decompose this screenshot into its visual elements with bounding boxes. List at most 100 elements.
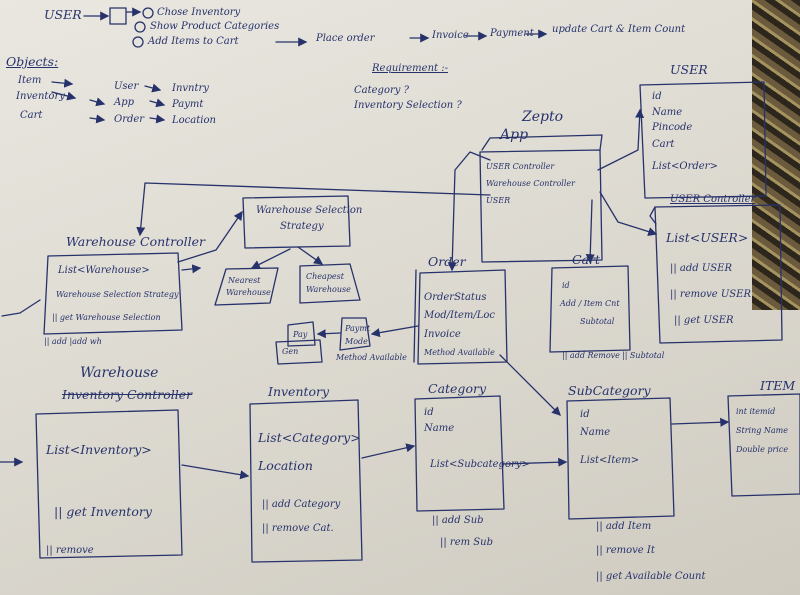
cheapest-line-2: Warehouse xyxy=(306,285,351,294)
payment-mini-label-3: Gen xyxy=(282,347,299,356)
cart-title: Cart xyxy=(572,252,601,267)
object-user: User xyxy=(114,81,139,92)
user-title: USER xyxy=(670,62,708,77)
warehouse-controller-box xyxy=(43,252,183,335)
subcategory-title: SubCategory xyxy=(568,383,651,398)
category-title: Category xyxy=(428,381,487,396)
category-field-name: Name xyxy=(424,423,455,434)
item-field-id: int itemid xyxy=(736,407,776,416)
user-controller-line-2: || add USER xyxy=(670,263,732,274)
cart-below-2: || Subtotal xyxy=(622,351,665,360)
payment-mini-1 xyxy=(287,321,316,347)
warehouse-strategy-box xyxy=(242,195,351,249)
payment-mini-label-2: Paymt xyxy=(345,324,371,333)
user-box xyxy=(639,81,767,199)
strategy-line-2: Strategy xyxy=(280,221,324,232)
strategy-line-1: Warehouse Selection xyxy=(256,205,363,216)
subcategory-field-id: id xyxy=(580,409,590,420)
fabric-background xyxy=(752,0,800,310)
flow-user: USER xyxy=(44,7,82,22)
object-location: Location xyxy=(172,115,216,126)
object-item: Item xyxy=(18,75,42,86)
user-controller-box xyxy=(649,204,783,344)
zepto-line-3: USER xyxy=(486,196,511,205)
flow-step-1: Chose Inventory xyxy=(157,7,241,18)
inventory-box xyxy=(249,399,363,563)
object-app: App xyxy=(114,97,135,108)
flow-step-2: Show Product Categories xyxy=(150,21,280,32)
warehouse-line-2: || get Inventory xyxy=(54,504,152,519)
flow-update-cart: update Cart & Item Count xyxy=(552,24,686,35)
item-box xyxy=(727,393,800,497)
objects-heading: Objects: xyxy=(6,54,59,69)
category-box xyxy=(414,395,505,512)
user-controller-line-4: || get USER xyxy=(674,315,734,326)
inventory-line-4: || remove Cat. xyxy=(262,523,334,534)
subcategory-box xyxy=(566,397,675,520)
warehouse-line-1: List<Inventory> xyxy=(46,442,152,457)
inventory-title: Inventory xyxy=(268,384,330,399)
subcategory-below-1: || add Item xyxy=(596,521,652,532)
subcategory-field-name: Name xyxy=(580,427,611,438)
warehouse-title: Warehouse xyxy=(80,365,159,381)
subcategory-below-2: || remove It xyxy=(596,545,655,556)
requirement-item-2: Inventory Selection ? xyxy=(354,100,462,111)
order-line-3: Invoice xyxy=(424,329,461,340)
zepto-line-2: Warehouse Controller xyxy=(486,179,575,188)
item-field-name: String Name xyxy=(736,426,788,435)
object-inventory: Inventory xyxy=(16,91,65,102)
category-field-subcategories: List<Subcategory> xyxy=(430,459,530,470)
zepto-line-1: USER Controller xyxy=(486,162,555,171)
cart-box xyxy=(549,265,631,353)
warehouse-controller-below: || add |add wh xyxy=(44,337,102,346)
payment-mini-note: Method Available xyxy=(336,353,407,362)
warehouse-controller-line-1: List<Warehouse> xyxy=(58,265,150,276)
payment-mini-2 xyxy=(339,317,371,351)
object-cart: Cart xyxy=(20,110,43,121)
user-field-pincode: Pincode xyxy=(652,122,693,133)
requirement-item-1: Category ? xyxy=(354,85,409,96)
flow-step-3: Add Items to Cart xyxy=(148,36,239,47)
subcategory-field-items: List<Item> xyxy=(580,455,640,466)
inventory-line-3: || add Category xyxy=(262,499,341,510)
requirement-heading: Requirement :- xyxy=(372,63,448,74)
cheapest-warehouse-shape xyxy=(299,263,361,304)
payment-mini-label-1: Pay xyxy=(293,330,308,339)
cheapest-line-1: Cheapest xyxy=(306,272,344,281)
warehouse-controller-title: Warehouse Controller xyxy=(66,234,206,249)
payment-mini-3 xyxy=(275,339,323,365)
user-controller-title: USER Controller xyxy=(670,194,756,205)
cart-line-3: Subtotal xyxy=(580,317,615,326)
flow-place-order: Place order xyxy=(316,33,375,44)
flow-invoice: Invoice xyxy=(432,30,469,41)
inventory-line-1: List<Category> xyxy=(258,430,361,445)
payment-mini-label-4: Mode xyxy=(345,337,368,346)
item-title: ITEM xyxy=(760,378,796,393)
warehouse-controller-line-3: || get Warehouse Selection xyxy=(52,313,161,322)
subcategory-below-3: || get Available Count xyxy=(596,571,706,582)
warehouse-subtitle: Inventory Controller xyxy=(62,387,193,402)
user-controller-line-1: List<USER> xyxy=(666,230,749,245)
zepto-subtitle: App xyxy=(500,127,529,143)
cart-line-1: id xyxy=(562,281,570,290)
nearest-warehouse-shape xyxy=(214,267,279,306)
warehouse-line-3: || remove xyxy=(46,545,94,556)
user-field-id: id xyxy=(652,91,662,102)
object-paymt: Paymt xyxy=(172,99,204,110)
zepto-box xyxy=(479,134,603,263)
nearest-line-1: Nearest xyxy=(228,276,261,285)
cart-below-1: || add Remove xyxy=(562,351,620,360)
flow-payment: Payment xyxy=(490,28,534,39)
cart-line-2: Add / Item Cnt xyxy=(560,299,620,308)
user-field-cart: Cart xyxy=(652,139,675,150)
zepto-title: Zepto xyxy=(522,109,564,125)
order-line-4: Method Available xyxy=(424,348,495,357)
user-field-orders: List<Order> xyxy=(652,161,718,172)
nearest-line-2: Warehouse xyxy=(226,288,271,297)
connector-lines xyxy=(0,108,730,480)
order-line-1: OrderStatus xyxy=(424,292,487,303)
order-line-2: Mod/Item/Loc xyxy=(424,310,496,321)
header-flow-arrows xyxy=(83,7,548,48)
